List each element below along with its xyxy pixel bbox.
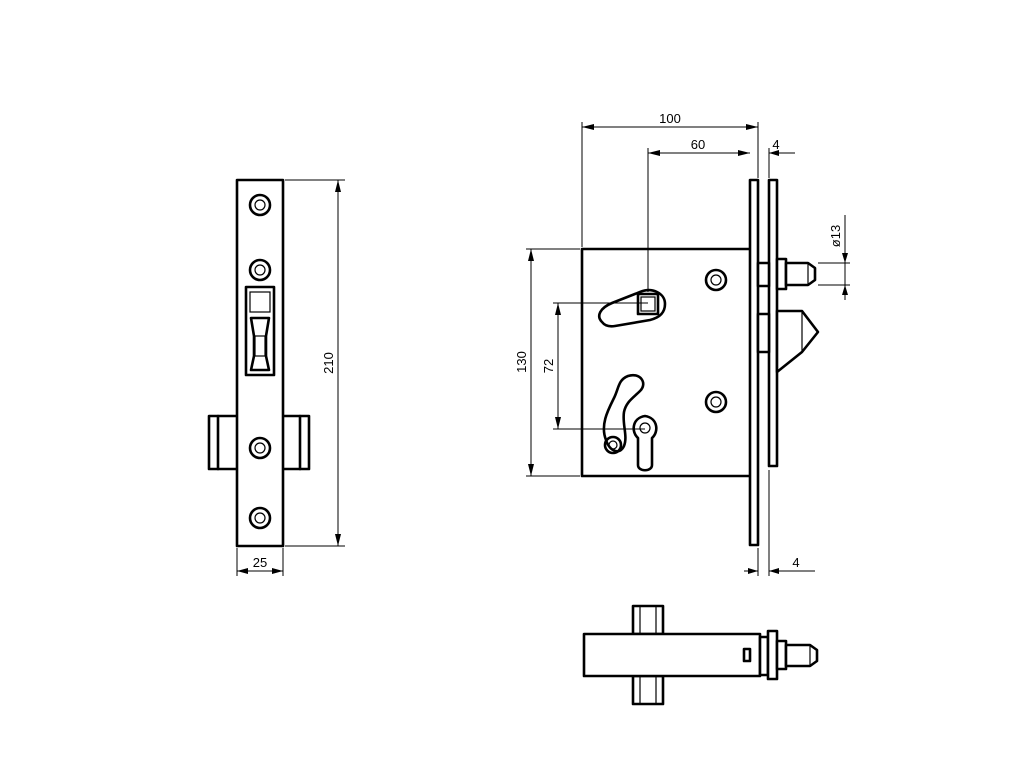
diameter-value: 13 [828,225,843,239]
top-round-bolt [784,643,819,668]
dimension-label-4-bottom: 4 [792,555,799,570]
dimension-label-100: 100 [659,111,681,126]
screw-hole [248,506,272,530]
dimension-label-72: 72 [541,359,556,373]
dimension-72: 72 [541,302,648,430]
follower-hole [248,258,272,282]
keyhole [632,414,658,472]
inner-faceplate [748,178,760,547]
top-cylinder-upper [631,604,665,636]
front-latch-slot [244,285,276,377]
dimension-label-4-top: 4 [772,137,779,152]
spindle-square [636,292,660,316]
hook-latch [756,309,820,374]
dimension-label-25: 25 [253,555,267,570]
front-view: 210 25 [207,178,345,576]
dimension-label-60: 60 [691,137,705,152]
dimension-210: 210 [285,179,345,547]
top-lock-body [582,632,762,678]
side-view: 100 60 4 ø13 [514,111,850,576]
diameter-symbol: ø [828,239,843,247]
dimension-diameter-13: ø13 [818,215,850,300]
screw-hole [248,193,272,217]
dimension-100: 100 [581,111,759,247]
screw-hole [248,436,272,460]
dimension-label-210: 210 [321,352,336,374]
key-cam [602,373,645,455]
round-bolt [756,257,817,291]
dimension-label-130: 130 [514,351,529,373]
dimension-25: 25 [236,548,284,576]
dimension-label-diameter-13: ø13 [828,225,843,247]
top-view [582,604,819,706]
dimension-130: 130 [514,248,580,477]
dimension-4-bottom: 4 [744,470,815,576]
top-cylinder-lower [631,674,665,706]
screw-hole [704,268,728,292]
screw-hole [704,390,728,414]
spindle-follower [598,288,667,328]
dimension-60: 60 [647,137,750,292]
dimension-4-top: 4 [757,137,795,178]
